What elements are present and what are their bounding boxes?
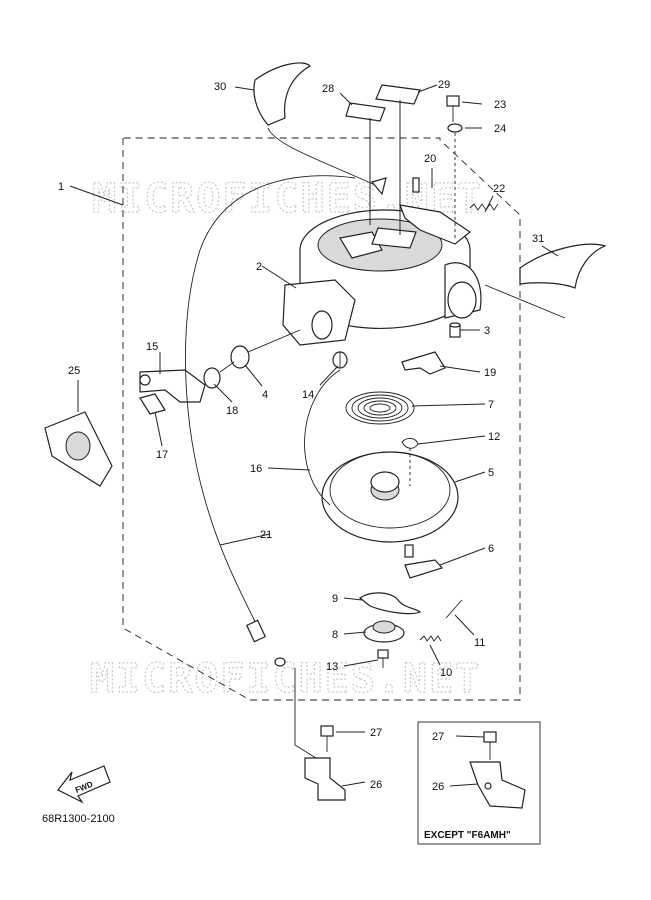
callout-18: 18: [226, 405, 238, 417]
callout-9: 9: [332, 593, 338, 605]
cable-bracket-lead: [294, 668, 317, 759]
part-7-spiral-spring: [345, 391, 415, 425]
callout-16: 16: [250, 463, 262, 475]
callout-23: 23: [494, 99, 506, 111]
callout-7: 7: [488, 399, 494, 411]
callout-5: 5: [488, 467, 494, 479]
assembly-boundary: [122, 137, 521, 701]
callout-26-inset: 26: [432, 781, 444, 793]
part-12-clip: [401, 437, 419, 449]
callout-1: 1: [58, 181, 64, 193]
part-5-pulley: [321, 451, 459, 543]
part-27-bolt: [320, 725, 334, 752]
part-15-holder: [139, 369, 206, 403]
inset-part-27-bolt: [483, 731, 497, 760]
callout-4: 4: [262, 389, 268, 401]
part-30-clip: [370, 177, 387, 196]
callout-25: 25: [68, 365, 80, 377]
watermark-bottom: MICROFICHES.NET: [90, 656, 481, 702]
callout-27: 27: [370, 727, 382, 739]
part-2-lever-bracket: [282, 279, 356, 346]
part-30-wire: [267, 127, 376, 186]
inset-caption: EXCEPT "F6AMH": [424, 830, 511, 841]
callout-20: 20: [424, 153, 436, 165]
part-14-grommet: [332, 351, 348, 369]
part-13-screw: [377, 649, 389, 668]
figure-code: 68R1300-2100: [42, 813, 115, 825]
part-29-decal: [375, 84, 421, 105]
cable-end-fitting: [245, 619, 286, 667]
callout-labels: 1 2 3 4 5 6 7 8 9 10 11 12 13 14 15 16 1…: [58, 79, 544, 793]
callout-29: 29: [438, 79, 450, 91]
part-1-starter-housing: [299, 209, 482, 329]
callout-6: 6: [488, 543, 494, 555]
callout-14: 14: [302, 389, 314, 401]
callout-31: 31: [532, 233, 544, 245]
callout-19: 19: [484, 367, 496, 379]
callout-21: 21: [260, 529, 272, 541]
part-23-bolt: [446, 95, 460, 122]
leader-lines: [69, 84, 559, 787]
part-24-washer: [447, 123, 463, 133]
callout-26: 26: [370, 779, 382, 791]
callout-10: 10: [440, 667, 452, 679]
callout-11: 11: [474, 637, 485, 649]
part-22-spring: [469, 203, 499, 211]
part-6-pawl: [404, 544, 444, 579]
callout-3: 3: [484, 325, 490, 337]
variant-inset-box: [417, 721, 541, 845]
part-16-rope: [304, 369, 341, 506]
part-8-drive-plate: [363, 620, 405, 643]
callout-28: 28: [322, 83, 334, 95]
callout-2: 2: [256, 261, 262, 273]
callout-22: 22: [493, 183, 505, 195]
part-31-sticker: [519, 243, 607, 289]
part-19-plate: [401, 351, 446, 375]
callout-15: 15: [146, 341, 158, 353]
part-30-sticker: [253, 62, 311, 126]
callout-12: 12: [488, 431, 500, 443]
part-3-nut: [449, 322, 461, 338]
part-11-pin: [445, 599, 463, 619]
callout-24: 24: [494, 123, 506, 135]
inset-part-26-bracket: [469, 761, 526, 809]
part-28-decal: [345, 102, 386, 122]
part-18-joint: [203, 361, 235, 389]
part-26-bracket: [304, 757, 346, 801]
fwd-arrow: FWD: [57, 765, 111, 804]
callout-30: 30: [214, 81, 226, 93]
callout-17: 17: [156, 449, 168, 461]
callout-8: 8: [332, 629, 338, 641]
part-4-cable-end: [230, 329, 301, 369]
part-20-pawl: [399, 177, 472, 245]
part-10-spring: [419, 635, 442, 642]
callout-27-inset: 27: [432, 731, 444, 743]
part-17-clip: [139, 393, 166, 415]
part-9-plate: [358, 592, 422, 615]
callout-13: 13: [326, 661, 338, 673]
part-25-seal: [44, 411, 113, 487]
part-21-cable: [185, 175, 356, 637]
